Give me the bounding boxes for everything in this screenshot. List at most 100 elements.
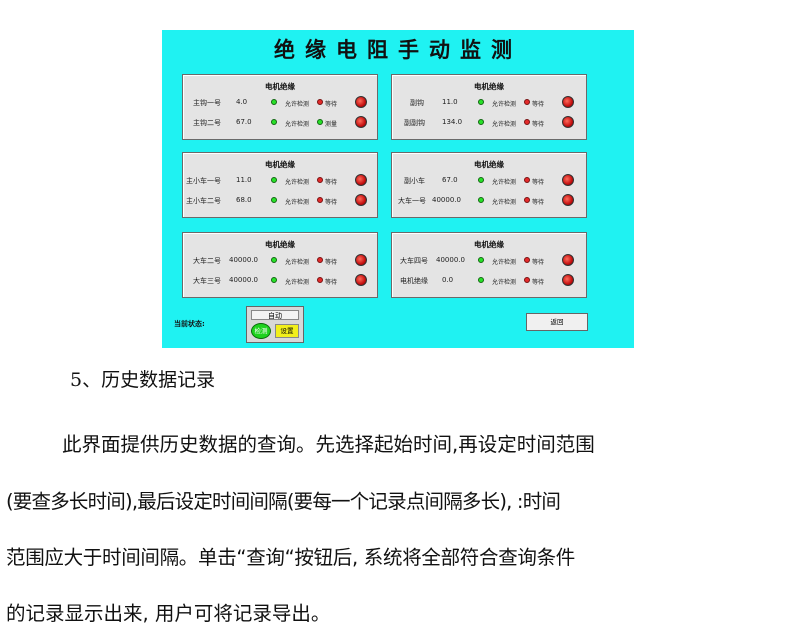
red-indicator-icon (317, 257, 323, 263)
paragraph-line: 范围应大于时间间隔。单击“查询“按钮后, 系统将全部符合查询条件 (6, 546, 576, 569)
motor-row: 主钩二号 67.0 允许检测 测量 (183, 116, 377, 130)
motor-state: 等待 (532, 278, 545, 286)
motor-state: 等待 (325, 258, 338, 266)
panel-title: 电机绝缘 (474, 160, 504, 169)
green-indicator-icon (478, 197, 484, 203)
motor-value: 4.0 (236, 98, 248, 106)
motor-row: 主小车一号 11.0 允许检测 等待 (183, 174, 377, 188)
motor-row: 主小车二号 68.0 允许检测 等待 (183, 194, 377, 208)
motor-name: 主小车二号 (186, 197, 221, 205)
motor-row: 大车一号 40000.0 允许检测 等待 (392, 194, 586, 208)
motor-state: 等待 (532, 120, 545, 128)
green-indicator-icon (271, 177, 277, 183)
lamp-button-icon[interactable] (355, 194, 367, 206)
green-indicator-icon (271, 197, 277, 203)
motor-row: 大车四号 40000.0 允许检测 等待 (392, 254, 586, 268)
green-indicator-icon (478, 277, 484, 283)
allow-detect-label: 允许检测 (285, 198, 310, 206)
allow-detect-label: 允许检测 (492, 258, 517, 266)
panel-title: 电机绝缘 (265, 160, 295, 169)
allow-detect-label: 允许检测 (285, 100, 310, 108)
lamp-button-icon[interactable] (355, 116, 367, 128)
motor-state: 等待 (532, 100, 545, 108)
motor-state: 等待 (325, 198, 338, 206)
motor-row: 主钩一号 4.0 允许检测 等待 (183, 96, 377, 110)
detect-button[interactable]: 检测 (251, 323, 271, 339)
allow-detect-label: 允许检测 (492, 100, 517, 108)
lamp-button-icon[interactable] (562, 116, 574, 128)
motor-name: 主小车一号 (186, 177, 221, 185)
lamp-button-icon[interactable] (355, 174, 367, 186)
red-indicator-icon (317, 177, 323, 183)
motor-value: 40000.0 (432, 196, 461, 204)
red-indicator-icon (524, 119, 530, 125)
red-indicator-icon (317, 277, 323, 283)
allow-detect-label: 允许检测 (492, 120, 517, 128)
screen-title: 绝缘电阻手动监测 (274, 38, 522, 62)
setup-button[interactable]: 设置 (275, 324, 299, 338)
allow-detect-label: 允许检测 (285, 120, 310, 128)
panel-title: 电机绝缘 (474, 82, 504, 91)
motor-name: 大车三号 (193, 277, 221, 285)
allow-detect-label: 允许检测 (285, 278, 310, 286)
green-indicator-icon (271, 99, 277, 105)
allow-detect-label: 允许检测 (492, 198, 517, 206)
panel-cart-a: 电机绝缘 大车二号 40000.0 允许检测 等待 大车三号 40000.0 允… (182, 232, 378, 298)
panel-main-hook: 电机绝缘 主钩一号 4.0 允许检测 等待 主钩二号 67.0 允许检测 测量 (182, 74, 378, 140)
paragraph-line: 的记录显示出来, 用户可将记录导出。 (6, 602, 331, 625)
motor-name: 副小车 (404, 177, 425, 185)
green-indicator-icon (478, 177, 484, 183)
panel-title: 电机绝缘 (265, 82, 295, 91)
lamp-button-icon[interactable] (562, 96, 574, 108)
red-indicator-icon (524, 257, 530, 263)
panel-cart-b: 电机绝缘 大车四号 40000.0 允许检测 等待 电机绝缘 0.0 允许检测 … (391, 232, 587, 298)
green-indicator-icon (271, 277, 277, 283)
panel-title: 电机绝缘 (265, 240, 295, 249)
motor-row: 副副钩 134.0 允许检测 等待 (392, 116, 586, 130)
motor-value: 67.0 (442, 176, 458, 184)
red-indicator-icon (524, 177, 530, 183)
section-heading: 5、历史数据记录 (70, 369, 216, 391)
motor-row: 大车二号 40000.0 允许检测 等待 (183, 254, 377, 268)
green-indicator-icon (478, 99, 484, 105)
motor-state: 测量 (325, 120, 338, 128)
motor-value: 40000.0 (229, 256, 258, 264)
back-button[interactable]: 返回 (526, 313, 588, 331)
motor-state: 等待 (325, 100, 338, 108)
green-indicator-icon (478, 257, 484, 263)
lamp-button-icon[interactable] (562, 174, 574, 186)
motor-value: 67.0 (236, 118, 252, 126)
motor-name: 电机绝缘 (400, 277, 428, 285)
motor-row: 副钩 11.0 允许检测 等待 (392, 96, 586, 110)
red-indicator-icon (317, 197, 323, 203)
green-indicator-icon (271, 119, 277, 125)
red-indicator-icon (524, 197, 530, 203)
motor-row: 电机绝缘 0.0 允许检测 等待 (392, 274, 586, 288)
lamp-button-icon[interactable] (355, 274, 367, 286)
allow-detect-label: 允许检测 (492, 278, 517, 286)
motor-value: 134.0 (442, 118, 463, 126)
motor-name: 副钩 (410, 99, 424, 107)
motor-value: 40000.0 (229, 276, 258, 284)
red-indicator-icon (524, 99, 530, 105)
lamp-button-icon[interactable] (562, 194, 574, 206)
status-box: 自动 检测 设置 (246, 306, 304, 343)
motor-value: 40000.0 (436, 256, 465, 264)
panel-title: 电机绝缘 (474, 240, 504, 249)
lamp-button-icon[interactable] (562, 274, 574, 286)
monitor-screen: 绝缘电阻手动监测 电机绝缘 主钩一号 4.0 允许检测 等待 主钩二号 67.0… (162, 30, 634, 348)
green-indicator-icon (317, 119, 323, 125)
panel-aux-hook: 电机绝缘 副钩 11.0 允许检测 等待 副副钩 134.0 允许检测 等待 (391, 74, 587, 140)
allow-detect-label: 允许检测 (492, 178, 517, 186)
status-label: 当前状态: (174, 320, 205, 328)
motor-name: 大车二号 (193, 257, 221, 265)
panel-main-trolley: 电机绝缘 主小车一号 11.0 允许检测 等待 主小车二号 68.0 允许检测 … (182, 152, 378, 218)
lamp-button-icon[interactable] (355, 254, 367, 266)
lamp-button-icon[interactable] (355, 96, 367, 108)
red-indicator-icon (524, 277, 530, 283)
motor-state: 等待 (325, 278, 338, 286)
motor-row: 大车三号 40000.0 允许检测 等待 (183, 274, 377, 288)
lamp-button-icon[interactable] (562, 254, 574, 266)
motor-value: 0.0 (442, 276, 454, 284)
motor-state: 等待 (532, 178, 545, 186)
